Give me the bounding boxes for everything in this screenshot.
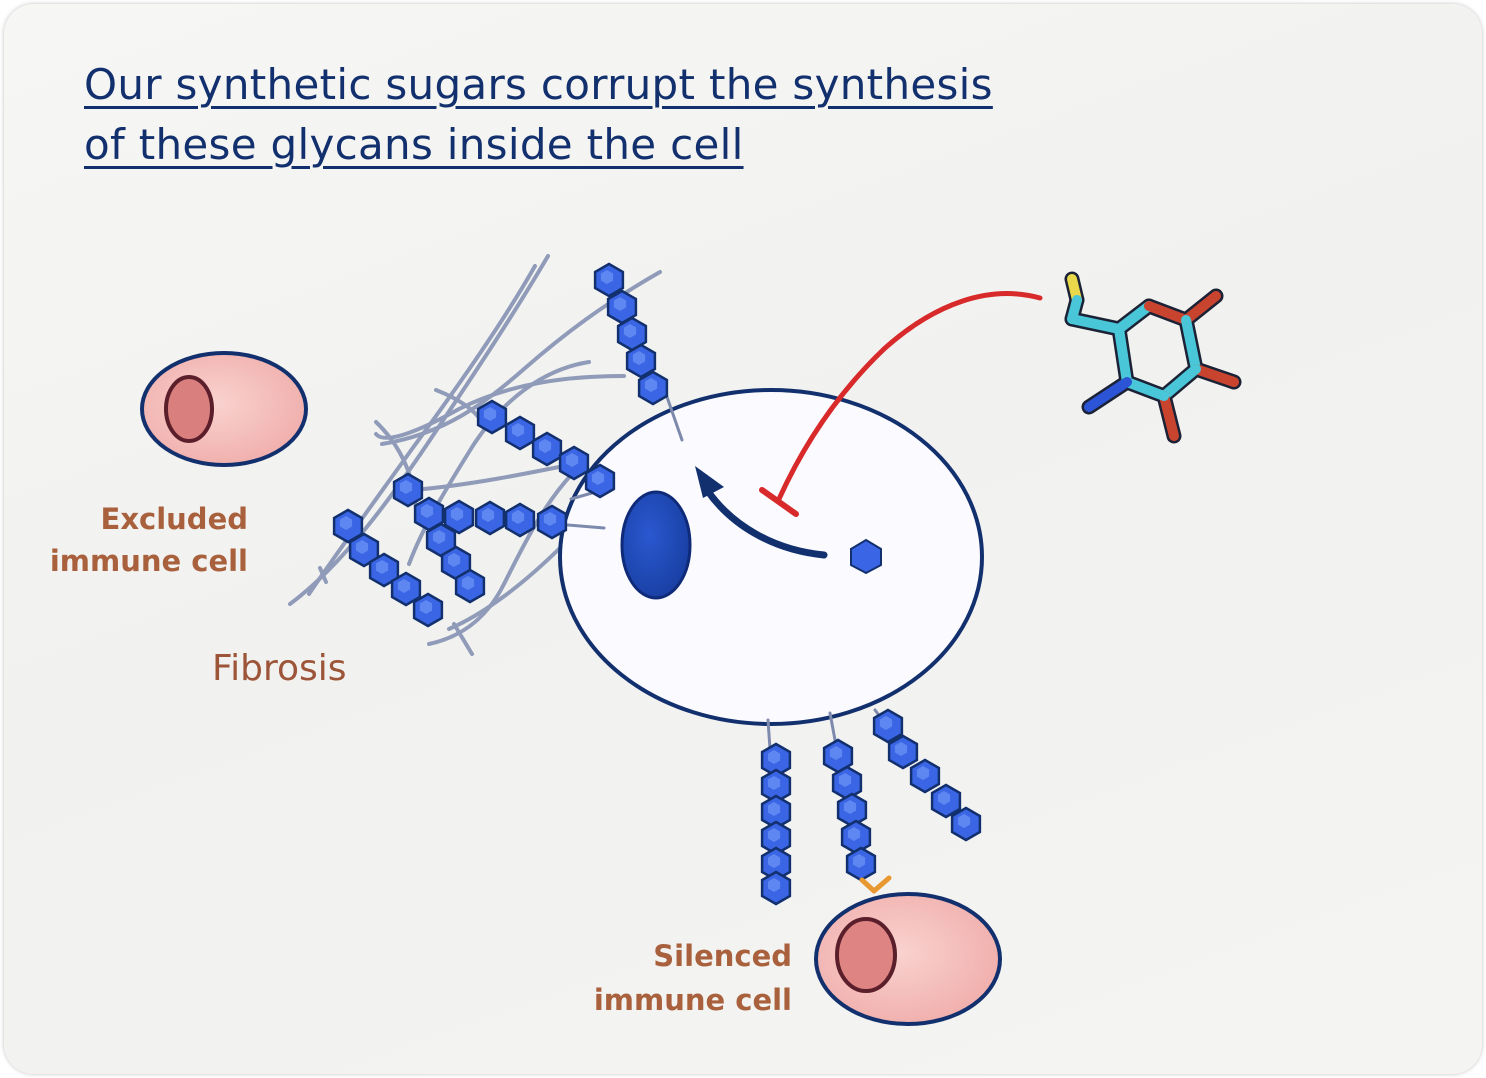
- glycan-chain: [394, 474, 566, 538]
- synthetic-sugar-molecule-icon: [1072, 279, 1234, 436]
- figure-panel: Our synthetic sugars corrupt the synthes…: [4, 4, 1482, 1074]
- silenced-label-line-2: immune cell: [594, 978, 792, 1022]
- excluded-immune-cell: [142, 353, 306, 465]
- glycan-chain: [478, 401, 614, 497]
- excluded-immune-cell-label: Excluded immune cell: [50, 498, 248, 582]
- glycan-chain: [762, 744, 790, 904]
- nucleus: [622, 492, 690, 598]
- receptor-contact-icon: [862, 878, 889, 891]
- silenced-label-line-1: Silenced: [594, 934, 792, 978]
- silenced-immune-cell: [816, 894, 1000, 1024]
- glycan-chain: [427, 524, 484, 602]
- excluded-label-line-1: Excluded: [50, 498, 248, 540]
- fibre-strand: [424, 466, 564, 489]
- fibrosis-label: Fibrosis: [212, 648, 347, 689]
- excluded-label-line-2: immune cell: [50, 540, 248, 582]
- glycan-chain: [874, 710, 980, 840]
- glycan-chain: [595, 264, 667, 404]
- title-line-1: Our synthetic sugars corrupt the synthes…: [84, 60, 993, 110]
- fibre-strand: [309, 266, 535, 594]
- silenced-immune-cell-label: Silenced immune cell: [594, 934, 792, 1022]
- title-line-2: of these glycans inside the cell: [84, 120, 744, 170]
- glycan-chain: [824, 740, 875, 880]
